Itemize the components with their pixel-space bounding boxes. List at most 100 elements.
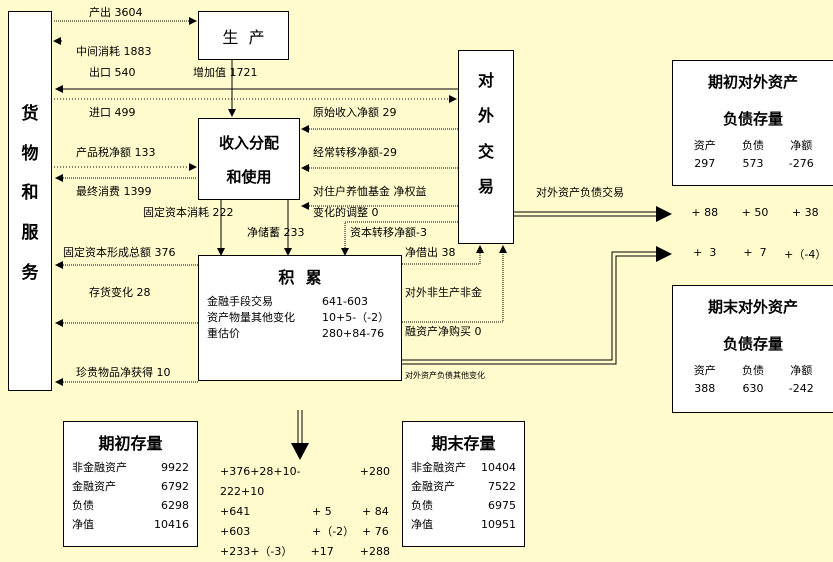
stock-name: 金融资产	[72, 480, 116, 493]
flow-gfcf: 固定资本形成总额 376	[63, 246, 176, 259]
flow-nonproduced-2: 融资产净购买 0	[405, 325, 482, 338]
stock-name: 负债	[72, 499, 94, 512]
closing-external-title-1: 期末对外资产	[707, 298, 798, 316]
change-cell: +280	[359, 465, 390, 478]
ext-change-value: + 38	[791, 206, 819, 219]
production-label: 生 产	[222, 27, 265, 47]
flow-external-transactions: 对外资产负债交易	[536, 186, 624, 199]
flow-nonproduced-1: 对外非生产非金	[405, 286, 482, 299]
flow-pension-2: 变化的调整 0	[313, 206, 379, 219]
flow-net-lending: 净借出 38	[405, 246, 456, 259]
goods-services-char: 货	[21, 104, 39, 125]
ext-change-value: +（-4）	[784, 248, 827, 261]
stock-name: 金融资产	[411, 480, 455, 493]
closing-external-title-2: 负债存量	[722, 335, 783, 353]
stock-name: 净值	[72, 518, 94, 531]
goods-services-char: 服	[21, 223, 39, 244]
change-cell: +376+28+10-222+10	[220, 465, 301, 498]
flow-capital-transfer: 资本转移净额-3	[350, 226, 427, 239]
stock-value: 10404	[481, 461, 516, 474]
stock-value: 6975	[488, 499, 516, 512]
accumulation-row-name: 金融手段交易	[207, 295, 273, 308]
ext-change-value: + 3	[693, 246, 717, 259]
goods-services-char: 和	[21, 183, 39, 204]
stock-name: 净值	[411, 518, 433, 531]
change-cell: + 5	[312, 505, 332, 518]
stock-value: 9922	[161, 461, 189, 474]
value-assets: 297	[694, 157, 716, 170]
header-liabilities: 负债	[741, 364, 764, 377]
flow-current-transfer: 经常转移净额-29	[313, 146, 397, 159]
change-cell: + 76	[362, 525, 389, 538]
opening-stock-title: 期初存量	[98, 434, 163, 453]
header-assets: 资产	[693, 364, 716, 377]
ext-other-arrowhead	[656, 246, 672, 262]
goods-services-char: 物	[21, 143, 39, 164]
external-char: 对	[477, 70, 494, 90]
stock-name: 负债	[411, 499, 433, 512]
flow-cfc: 固定资本消耗 222	[143, 206, 234, 219]
flow-lines	[53, 17, 672, 460]
ext-change-value: + 50	[741, 206, 769, 219]
value-net: -242	[788, 382, 814, 395]
change-cell: +17	[310, 545, 334, 558]
change-cell	[330, 462, 360, 502]
accumulation-row-value: 10+5-（-2）	[322, 311, 390, 324]
accumulation-title: 积 累	[278, 268, 322, 287]
flow-intermediate: 中间消耗 1883	[76, 45, 152, 58]
flow-value-added: 增加值 1721	[193, 66, 258, 79]
flow-product-tax: 产品税净额 133	[76, 146, 156, 159]
income-label-1: 收入分配	[218, 133, 279, 152]
nonproduced-arrow	[402, 245, 507, 323]
income-label-2: 和使用	[226, 167, 272, 186]
value-assets: 388	[694, 382, 716, 395]
external-char: 易	[477, 177, 494, 197]
stock-name: 非金融资产	[72, 461, 127, 474]
capital-transfer-arrow	[341, 221, 458, 256]
opening-external-title-1: 期初对外资产	[707, 73, 798, 91]
flow-valuables: 珍贵物品净获得 10	[76, 366, 171, 379]
value-liabilities: 573	[742, 157, 764, 170]
header-net: 净额	[790, 364, 813, 377]
change-cell: +288	[359, 545, 390, 558]
production-box: 生 产	[198, 11, 289, 60]
ext-transactions-arrowhead	[656, 206, 672, 222]
accumulation-row-value: 280+84-76	[322, 327, 385, 340]
stock-name: 非金融资产	[411, 461, 466, 474]
external-char: 交	[477, 141, 494, 161]
flow-external-other: 对外资产负债其他变化	[405, 371, 485, 380]
closing-stock-box: 期末存量 非金融资产 10404 金融资产 7522 负债 6975 净值 10951	[402, 421, 525, 547]
stock-value: 7522	[488, 480, 516, 493]
change-cell: +（-2）	[312, 525, 355, 538]
income-box: 收入分配 和使用	[198, 118, 300, 200]
changes-table: +376+28+10-222+10+280 +641+ 5+ 84 +603+（…	[220, 462, 390, 562]
accumulation-row-value: 641-603	[322, 295, 368, 308]
ext-transactions-values: + 88 + 50 + 38	[680, 206, 830, 219]
opening-external-title-2: 负债存量	[722, 110, 783, 128]
external-box: 对 外 交 易	[458, 50, 514, 244]
flow-inventory: 存货变化 28	[89, 286, 151, 299]
ext-change-value: + 7	[743, 246, 767, 259]
ext-other-values: + 3 + 7 +（-4）	[680, 246, 830, 262]
goods-services-char: 务	[21, 262, 39, 283]
flow-primary-income: 原始收入净额 29	[313, 106, 397, 119]
flow-final-consumption: 最终消费 1399	[76, 185, 152, 198]
stock-value: 6298	[161, 499, 189, 512]
flow-output: 产出 3604	[89, 6, 143, 19]
net-lending-arrow	[402, 245, 484, 265]
stock-value: 10951	[481, 518, 516, 531]
closing-stock-title: 期末存量	[431, 434, 496, 453]
change-cell: +233+（-3）	[220, 545, 293, 558]
flow-imports: 进口 499	[89, 106, 136, 119]
change-cell: + 84	[362, 505, 389, 518]
external-char: 外	[477, 106, 494, 126]
flow-pension-1: 对住户养恤基金 净权益	[313, 185, 427, 198]
flow-net-saving: 净储蓄 233	[247, 226, 305, 239]
change-cell: +603	[220, 525, 251, 538]
header-assets: 资产	[693, 139, 716, 152]
accumulation-row-name: 资产物量其他变化	[207, 311, 295, 324]
